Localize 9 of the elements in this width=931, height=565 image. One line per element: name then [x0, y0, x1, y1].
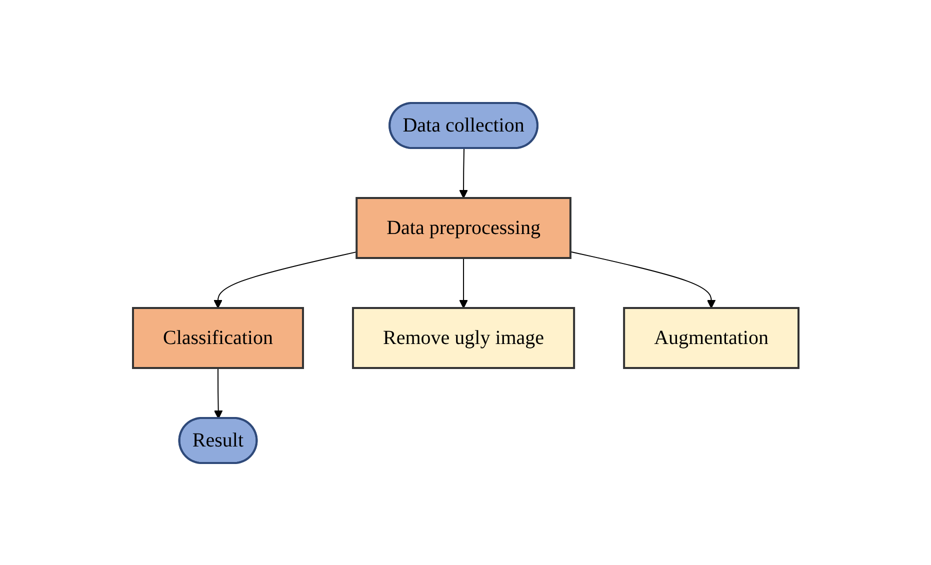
arrow — [458, 148, 468, 198]
node-box: Augmentation — [622, 306, 800, 368]
arrow — [458, 257, 468, 308]
arrow — [214, 367, 222, 418]
node-box: Data preprocessing — [355, 196, 572, 258]
node-box: Remove ugly image — [352, 306, 575, 368]
node-box: Classification — [132, 306, 304, 368]
arrow — [570, 250, 716, 308]
arrow — [213, 250, 357, 308]
